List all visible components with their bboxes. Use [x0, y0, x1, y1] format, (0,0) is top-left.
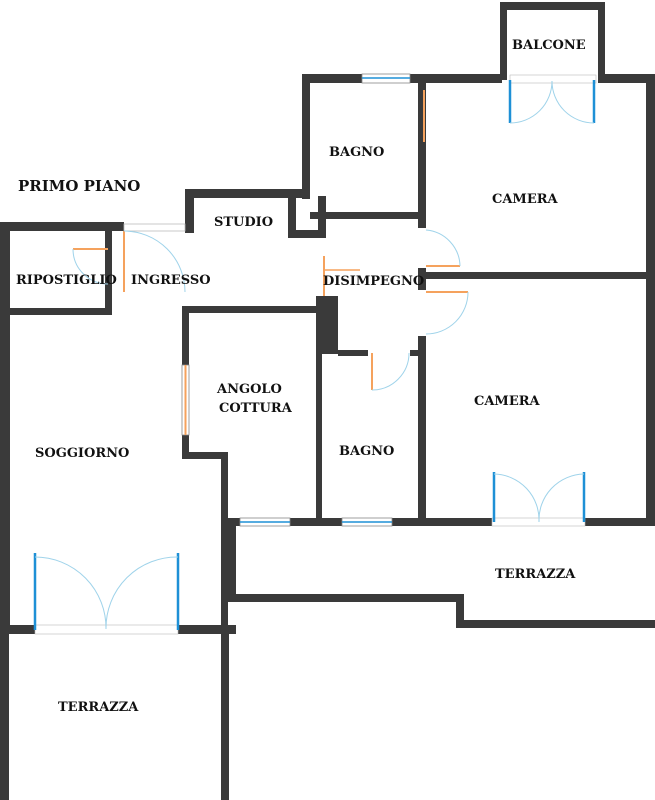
window-ingresso [123, 223, 186, 232]
door-ripostiglio [72, 248, 109, 285]
french-door-camera [491, 472, 586, 527]
french-door-soggiorno [33, 553, 180, 635]
room-label-camera-top: CAMERA [492, 192, 559, 207]
floor-title: PRIMO PIANO [18, 177, 140, 195]
door-camera-bottom [418, 290, 469, 336]
windows [123, 73, 411, 527]
room-label-terrazza-left: TERRAZZA [58, 700, 139, 715]
room-label-bagno-bottom: BAGNO [339, 444, 394, 459]
door-ingresso [123, 230, 186, 293]
french-door-balcone [508, 74, 597, 124]
room-labels: PRIMO PIANO BALCONE BAGNO CAMERA STUDIO … [16, 38, 586, 715]
french-doors [33, 74, 597, 635]
room-label-angolo: ANGOLO [216, 382, 282, 397]
door-disimpegno [323, 256, 360, 296]
room-label-soggiorno: SOGGIORNO [35, 446, 129, 461]
room-label-bagno-top: BAGNO [329, 145, 384, 160]
room-label-balcone: BALCONE [512, 38, 586, 53]
room-label-cottura: COTTURA [219, 401, 293, 416]
room-label-ingresso: INGRESSO [131, 273, 211, 288]
room-label-studio: STUDIO [214, 215, 273, 230]
interior-doors [72, 90, 469, 391]
door-camera-top [418, 228, 461, 268]
room-label-terrazza-right: TERRAZZA [495, 567, 576, 582]
room-label-camera-bottom: CAMERA [474, 394, 541, 409]
door-bagno-bottom [371, 352, 410, 391]
room-label-ripostiglio: RIPOSTIGLIO [16, 273, 117, 288]
room-label-disimpegno: DISIMPEGNO [323, 274, 424, 289]
